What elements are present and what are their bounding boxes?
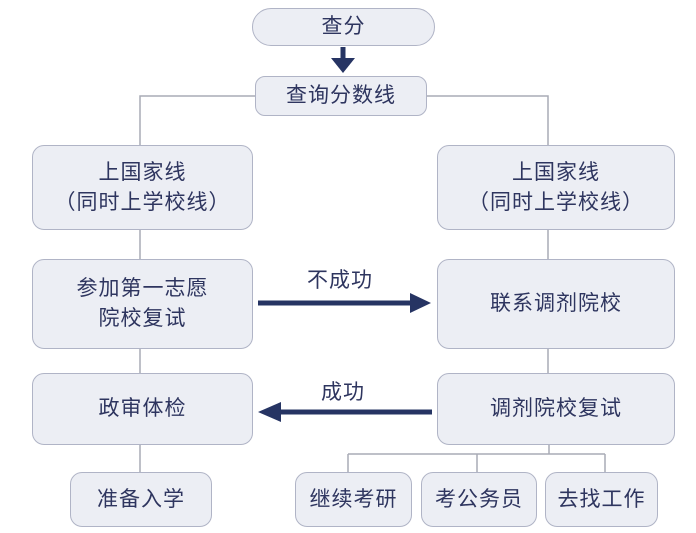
node-label: 联系调剂院校 [490, 292, 622, 315]
node-label: 查询分数线 [286, 84, 396, 107]
connector-cutoff-to-right-branch [426, 95, 549, 146]
node-label-line1: 上国家线 [512, 160, 600, 184]
node-transfer-school-retest: 调剂院校复试 [437, 373, 675, 445]
node-label: 调剂院校复试 [490, 397, 622, 420]
node-political-review-physical: 政审体检 [32, 373, 253, 445]
node-query-cutoff-line: 查询分数线 [255, 76, 427, 116]
node-left-pass-national-line: 上国家线 （同时上学校线） [32, 145, 253, 230]
node-label: 考公务员 [435, 487, 523, 511]
node-contact-transfer-school: 联系调剂院校 [437, 259, 675, 349]
node-find-job: 去找工作 [545, 472, 658, 527]
node-label-line2: 院校复试 [98, 307, 187, 330]
node-label-line2: （同时上学校线） [468, 190, 644, 214]
connector-cutoff-to-left-branch [139, 95, 257, 146]
edge-label-unsuccessful: 不成功 [307, 269, 373, 292]
node-label: 查分 [321, 15, 366, 38]
arrow-down-head [331, 58, 355, 73]
node-label: 去找工作 [557, 487, 646, 511]
node-label: 准备入学 [97, 487, 185, 511]
node-label: 政审体检 [98, 397, 187, 420]
arrow-successful-head [258, 402, 281, 422]
node-check-score: 查分 [252, 8, 435, 46]
node-label-line1: 参加第一志愿 [76, 277, 209, 300]
node-prepare-enrollment: 准备入学 [70, 472, 212, 527]
node-label: 继续考研 [309, 487, 398, 511]
node-right-pass-national-line: 上国家线 （同时上学校线） [437, 145, 675, 230]
node-first-choice-retest: 参加第一志愿 院校复试 [32, 259, 253, 349]
node-label-line2: （同时上学校线） [54, 190, 231, 214]
node-civil-service-exam: 考公务员 [421, 472, 537, 527]
node-label-line1: 上国家线 [98, 160, 187, 184]
node-continue-kaoyan: 继续考研 [295, 472, 412, 527]
arrow-unsuccessful-head [410, 293, 431, 313]
edge-label-successful: 成功 [321, 381, 365, 404]
